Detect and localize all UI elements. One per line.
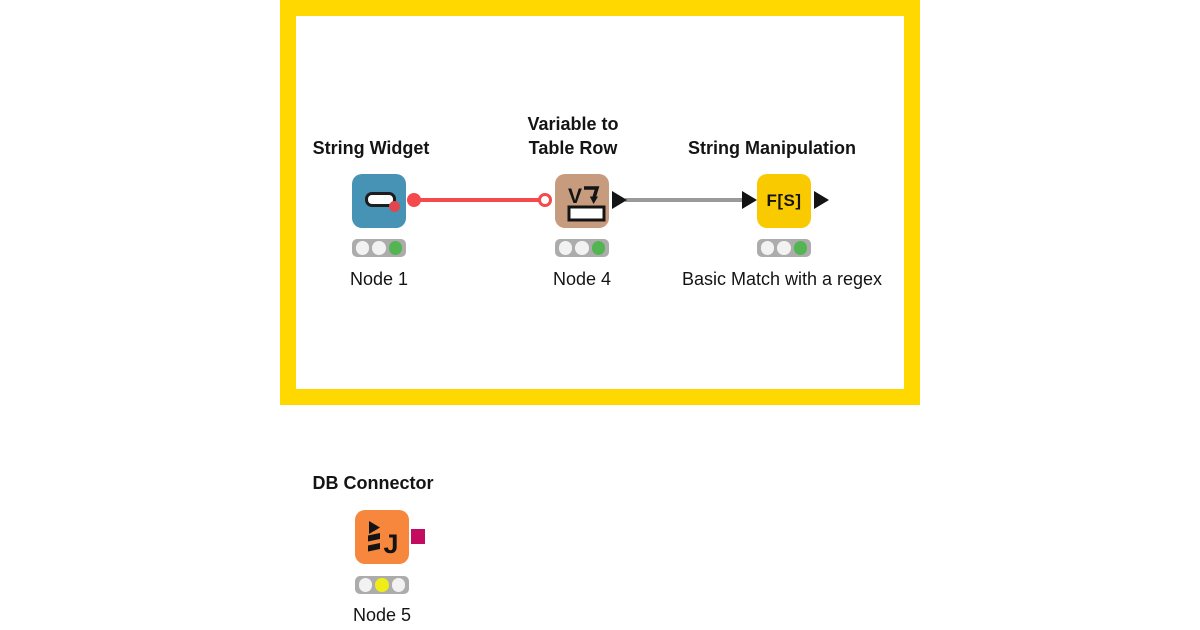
flow-variable-input-port[interactable] — [538, 193, 552, 207]
data-input-port[interactable] — [742, 191, 757, 209]
svg-text:J: J — [383, 529, 398, 559]
db-connector-icon: J — [368, 521, 399, 559]
status-traffic-light — [555, 239, 609, 257]
flow-variable-connection[interactable] — [418, 198, 540, 202]
node-string-widget[interactable] — [352, 174, 406, 228]
node-label: Basic Match with a regex — [681, 269, 883, 289]
data-connection[interactable] — [625, 198, 743, 202]
node-title-string-widget: String Widget — [312, 138, 430, 158]
flow-variable-output-port[interactable] — [407, 193, 421, 207]
node-title-db-connector: DB Connector — [312, 473, 434, 493]
node-string-manipulation[interactable]: F[S] — [757, 174, 811, 228]
status-traffic-light — [757, 239, 811, 257]
node-variable-to-table-row[interactable]: V — [555, 174, 609, 228]
data-output-port[interactable] — [612, 191, 627, 209]
status-traffic-light — [355, 576, 409, 594]
node-db-connector[interactable]: J — [355, 510, 409, 564]
node-label: Node 4 — [552, 269, 612, 289]
variable-to-table-row-icon: V — [567, 185, 606, 222]
node-label: Node 5 — [352, 605, 412, 625]
node-title-string-manipulation: String Manipulation — [688, 138, 856, 158]
db-connection-output-port[interactable] — [411, 529, 425, 544]
node-label: Node 1 — [349, 269, 409, 289]
status-traffic-light — [352, 239, 406, 257]
data-output-port[interactable] — [814, 191, 829, 209]
string-manipulation-icon: F[S] — [766, 191, 802, 210]
svg-text:V: V — [568, 185, 582, 208]
